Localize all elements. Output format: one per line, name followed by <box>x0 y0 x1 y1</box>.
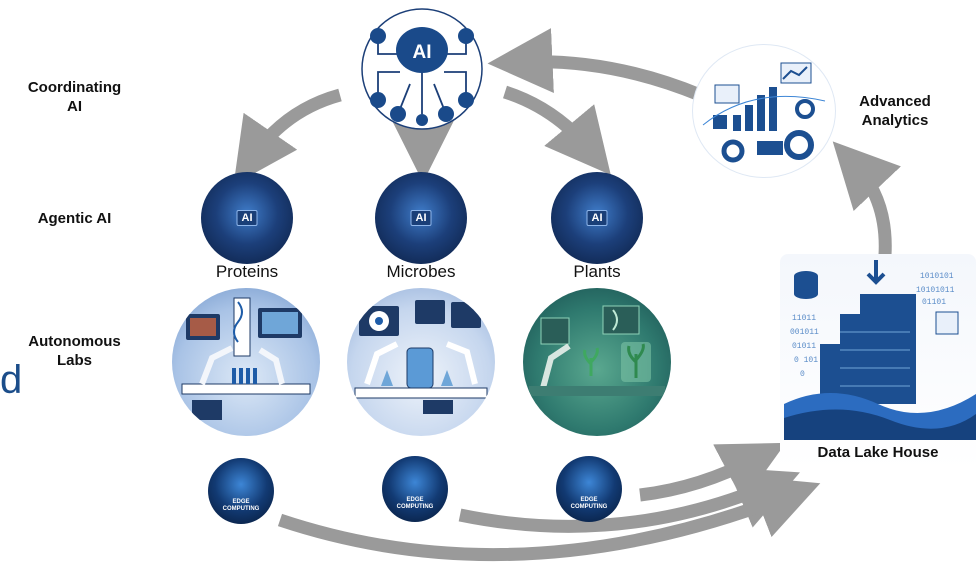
svg-text:0: 0 <box>800 370 805 379</box>
svg-text:10101011: 10101011 <box>916 286 955 295</box>
svg-text:0 101: 0 101 <box>794 356 818 365</box>
proteins-edge-label: EDGE COMPUTING <box>222 498 260 512</box>
plants-label: Plants <box>573 262 621 281</box>
plants-lab-illustration <box>523 288 671 436</box>
microbes-agent-ai: AI <box>375 172 467 264</box>
arrow-datalake-to-analytics <box>832 141 901 256</box>
svg-text:01101: 01101 <box>922 298 946 307</box>
arrow-analytics-to-ai <box>487 28 703 102</box>
central-ai-icon: AI <box>361 8 483 130</box>
advanced-analytics-label: Advanced Analytics <box>859 93 931 129</box>
central-ai-network: AI <box>350 4 495 134</box>
proteins-agent-ai: AI <box>201 172 293 264</box>
svg-text:001011: 001011 <box>790 328 819 337</box>
autonomous-labs-label: Autonomous Labs <box>28 333 121 369</box>
advanced-analytics-illustration <box>692 44 836 178</box>
arrow-edge-microbes-to-datalake <box>458 467 800 533</box>
proteins-edge-computing: EDGE COMPUTING <box>208 458 274 524</box>
central-ai-text: AI <box>413 42 432 63</box>
microbes-ai-badge: AI <box>410 210 432 226</box>
agentic-ai-label: Agentic AI <box>37 210 112 227</box>
coordinating-ai-label: Coordinating AI <box>27 79 122 115</box>
data-lake-house-panel: 11011 001011 01011 0 101 0 1010101 10101… <box>780 254 976 470</box>
cutoff-text: d <box>0 358 23 402</box>
plants-edge-computing: EDGE COMPUTING <box>556 456 622 522</box>
plants-edge-label: EDGE COMPUTING <box>570 496 608 510</box>
arrow-ai-to-proteins <box>233 88 342 185</box>
microbes-label: Microbes <box>386 262 456 281</box>
data-lake-house-illustration: 11011 001011 01011 0 101 0 1010101 10101… <box>784 260 976 440</box>
plants-agent-ai: AI <box>551 172 643 264</box>
proteins-label: Proteins <box>215 262 279 281</box>
arrow-ai-to-plants <box>502 85 611 175</box>
plants-ai-badge: AI <box>586 210 608 226</box>
microbes-edge-computing: EDGE COMPUTING <box>382 456 448 522</box>
arrow-edge-proteins-to-datalake <box>277 476 821 562</box>
svg-text:1010101: 1010101 <box>920 272 954 281</box>
svg-text:01011: 01011 <box>792 342 816 351</box>
data-lake-house-label: Data Lake House <box>817 444 939 461</box>
microbes-lab-illustration <box>347 288 495 436</box>
proteins-lab-illustration <box>172 288 320 436</box>
arrow-edge-plants-to-datalake <box>639 442 786 502</box>
microbes-edge-label: EDGE COMPUTING <box>396 496 434 510</box>
svg-text:11011: 11011 <box>792 314 816 323</box>
proteins-ai-badge: AI <box>236 210 258 226</box>
